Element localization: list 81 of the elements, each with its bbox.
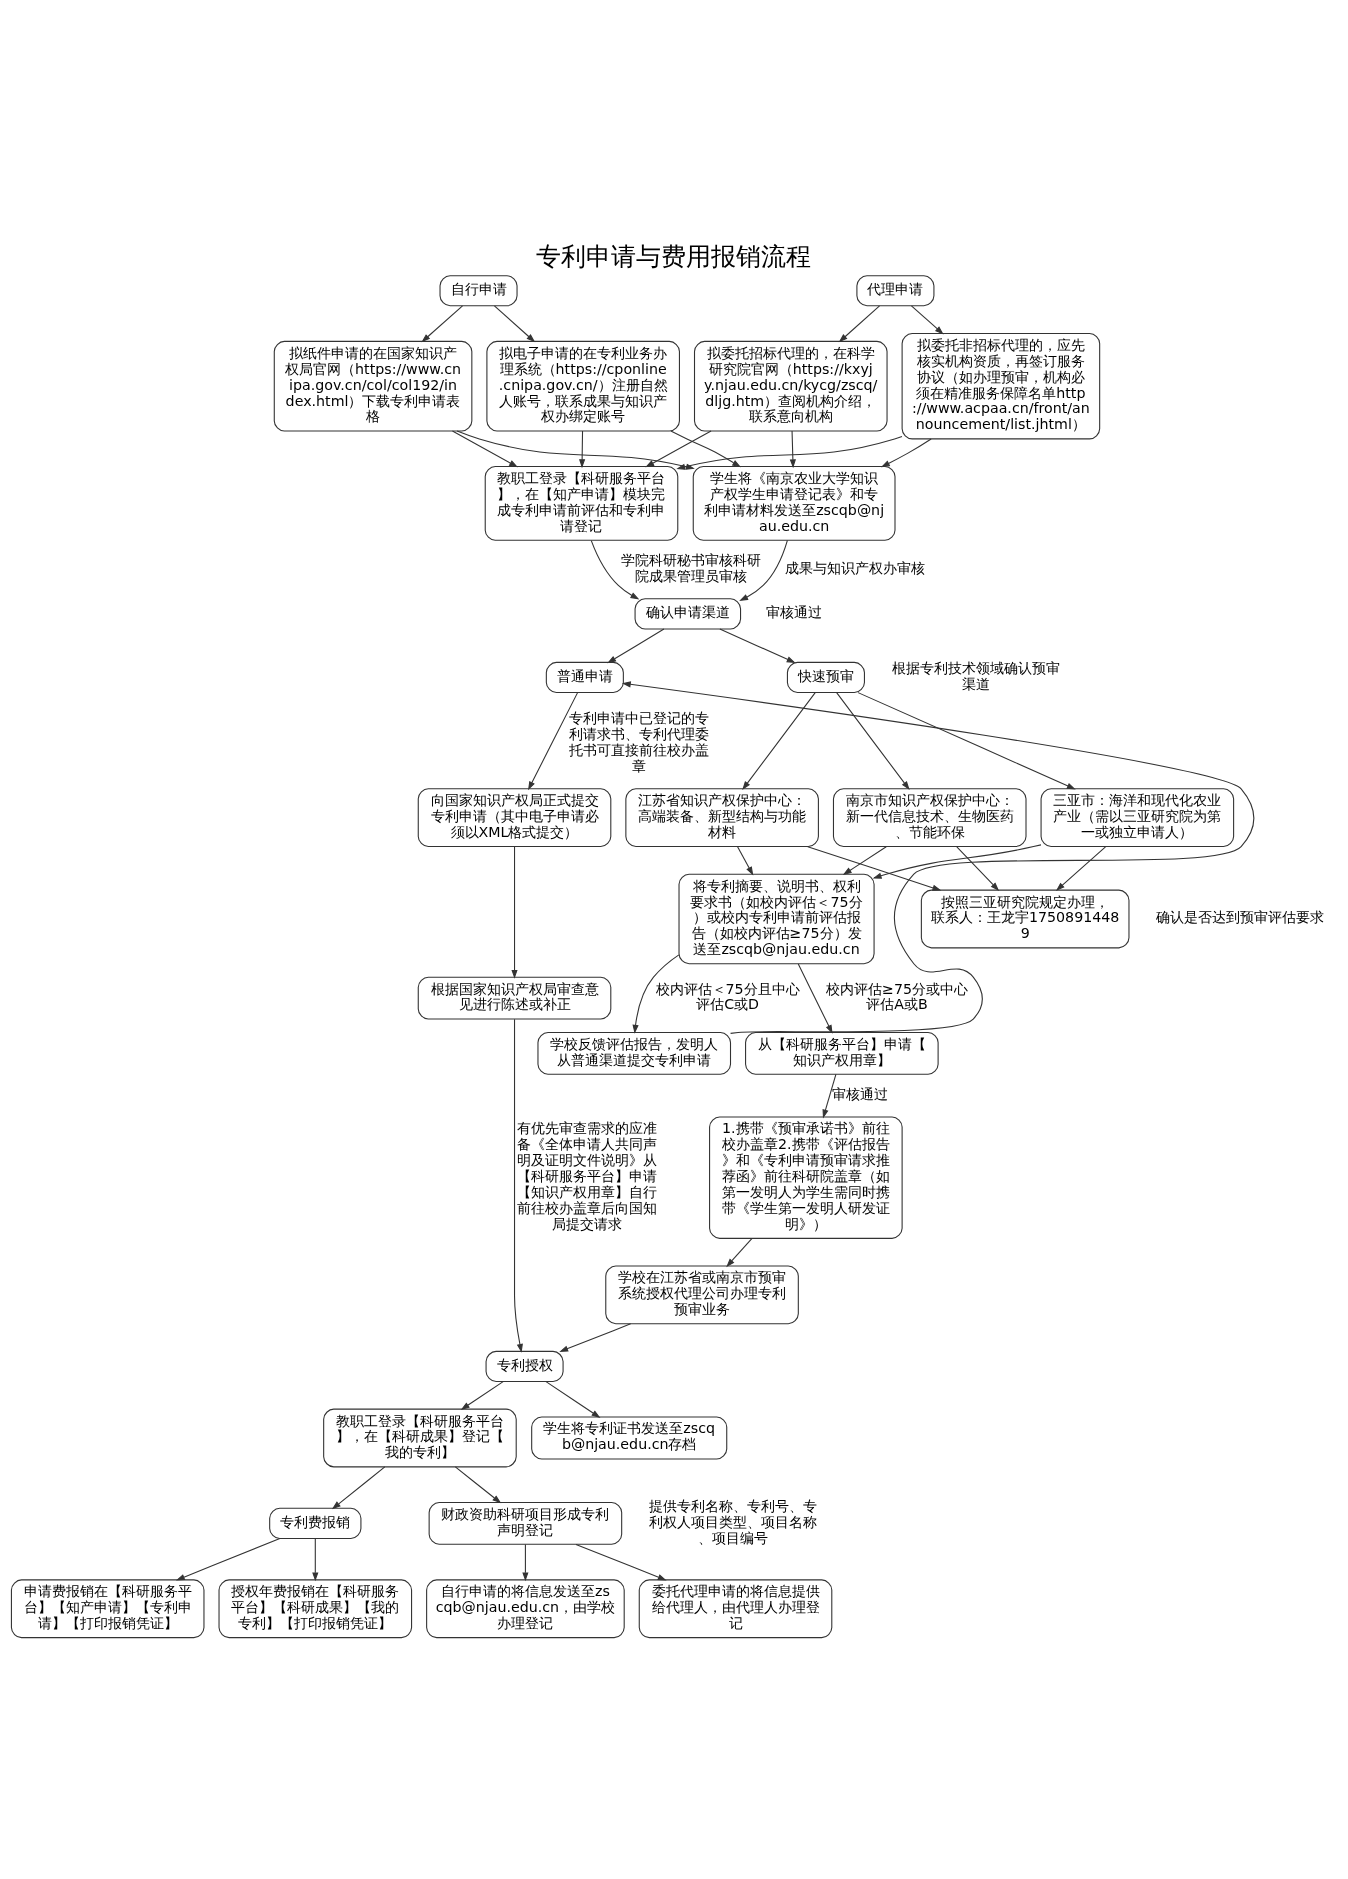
- arrow: [514, 1018, 523, 1353]
- arrow: [797, 963, 833, 1034]
- edge-label: 专利申请中已登记的专利请求书、专利代理委托书可直接前往校办盖章: [568, 710, 709, 774]
- label: 根据专利技术领域确认预审渠道: [891, 659, 1060, 692]
- arrow: [312, 1538, 319, 1582]
- node-box: 从【科研服务平台】申请【知识产权用章】: [745, 1031, 939, 1075]
- arrow: [522, 1543, 529, 1582]
- node-box: 拟纸件申请的在国家知识产权局官网（https://www.cnipa.gov.cn/col/col192/index.html）下载专利申请表格: [273, 340, 473, 432]
- node-box: 拟委托非招标代理的，应先核实机构资质，再签订服务协议（如办理预审，机构必须在精准服务保障名单http://www.acpaa.cn/front/announcement/list.jhtml）: [901, 332, 1101, 440]
- node-box: 按照三亚研究院规定办理，联系人：王龙宇17508914489: [920, 889, 1130, 949]
- node-box: 学校反馈评估报告，发明人从普通渠道提交专利申请: [537, 1031, 732, 1075]
- edge-label: 审核通过: [832, 1086, 889, 1103]
- arrow: [454, 1466, 502, 1504]
- node-box: 三亚市：海洋和现代化农业产业（需以三亚研究院为第一或独立申请人）: [1040, 788, 1235, 848]
- arrow: [460, 1381, 504, 1410]
- edge-label: 校内评估＜75分且中心评估C或D: [655, 980, 800, 1013]
- arrow: [910, 305, 944, 335]
- label: 提供专利名称、专利号、专利权人项目类型、项目名称、项目编号: [649, 1497, 818, 1546]
- arrow: [872, 844, 1042, 879]
- node-box: 授权年费报销在【科研服务平台】【科研成果】【我的专利】【打印报销凭证】: [218, 1579, 413, 1639]
- node-box: 南京市知识产权保护中心：新一代信息技术、生物医药、节能环保: [832, 788, 1027, 848]
- node-box: 专利授权: [485, 1350, 564, 1383]
- arrow: [590, 540, 640, 600]
- node-box: 代理申请: [856, 275, 935, 307]
- node-box: 自行申请的将信息发送至zscqb@njau.edu.cn，由学校办理登记: [426, 1579, 625, 1639]
- node-box: 向国家知识产权局正式提交专利申请（其中电子申请必须以XML格式提交）: [417, 788, 612, 848]
- label: 确认是否达到预审评估要求: [1156, 909, 1325, 926]
- arrow: [739, 539, 788, 602]
- arrow: [838, 305, 881, 343]
- edge-label: 学院科研秘书审核科研院成果管理员审核: [620, 551, 761, 584]
- node-box: 专利费报销: [269, 1507, 362, 1539]
- arrow: [575, 1543, 667, 1581]
- node-box: 确认申请渠道: [634, 598, 742, 630]
- arrow: [1055, 846, 1107, 891]
- arrow: [726, 1238, 753, 1268]
- arrow: [880, 438, 932, 468]
- edge-label: 成果与知识产权办审核: [784, 559, 925, 576]
- node-box: 普通申请: [545, 661, 624, 694]
- node-box: 申请费报销在【科研服务平台】【知产申请】【专利申请】【打印报销凭证】: [10, 1579, 205, 1639]
- arrow: [331, 1466, 386, 1510]
- arrow: [511, 846, 518, 979]
- arrow: [836, 692, 910, 791]
- node-box: 根据国家知识产权局审查意见进行陈述或补正: [417, 976, 612, 1020]
- arrow: [175, 1537, 281, 1581]
- arrow: [528, 692, 579, 791]
- node-box: 拟委托招标代理的，在科学研究院官网（https://kxyjy.njau.edu.cn/kycg/zscq/dljg.htm）查阅机构介绍，联系意向机构: [693, 340, 888, 432]
- arrow: [607, 628, 665, 664]
- diagram-title: 专利申请与费用报销流程: [536, 241, 812, 271]
- arrow: [559, 1323, 632, 1352]
- node-box: 自行申请: [439, 275, 518, 307]
- arrow: [579, 430, 586, 469]
- edge-label: 有优先审查需求的应准备《全体申请人共同声明及证明文件说明》从【科研服务平台】申请【知识产权用章】自行前往校办盖章后向国知局提交请求: [516, 1120, 657, 1232]
- node-box: 委托代理申请的将信息提供给代理人，由代理人办理登记: [638, 1579, 833, 1639]
- arrow: [737, 846, 754, 876]
- arrow: [632, 954, 680, 1034]
- node-box: 教职工登录【科研服务平台】，在【科研成果】登记【我的专利】: [323, 1408, 517, 1468]
- arrow: [451, 430, 518, 468]
- arrow: [842, 846, 887, 876]
- node-box: 拟电子申请的在专利业务办理系统（https://cponline.cnipa.gov.cn/）注册自然人账号，联系成果与知识产权办绑定账号: [486, 340, 680, 432]
- arrow: [421, 305, 464, 343]
- node-box: 江苏省知识产权保护中心：高端装备、新型结构与功能材料: [625, 788, 819, 848]
- arrow: [956, 846, 1000, 891]
- node-box: 学生将《南京农业大学知识产权学生申请登记表》和专利申请材料发送至zscqb@njau.edu.cn: [692, 466, 896, 541]
- node-box: 学校在江苏省或南京市预审系统授权代理公司办理专利预审业务: [605, 1265, 799, 1325]
- node-box: 教职工登录【科研服务平台】，在【知产申请】模块完成专利申请前评估和专利申请登记: [484, 466, 679, 541]
- node-box: 快速预审: [786, 661, 865, 694]
- node-box: 1.携带《预审承诺书》前往校办盖章2.携带《评估报告》和《专利申请预审请求推荐函》前往科研院盖章（如第一发明人为学生需同时携带《学生第一发明人研发证明》）: [709, 1116, 903, 1239]
- node-box: 财政资助科研项目形成专利声明登记: [428, 1501, 623, 1545]
- node-box: 学生将专利证书发送至zscqb@njau.edu.cn存档: [531, 1416, 728, 1460]
- arrow: [493, 305, 536, 343]
- arrow: [621, 681, 1255, 1034]
- arrow: [789, 430, 796, 469]
- arrow: [742, 692, 816, 791]
- arrow: [857, 692, 1076, 790]
- node-box: 将专利摘要、说明书、权利要求书（如校内评估＜75分）或校内专利申请前评估报告（如校内评估≥75分）发送至zscqb@njau.edu.cn: [678, 873, 875, 965]
- arrow: [545, 1381, 601, 1418]
- label: 审核通过: [766, 604, 823, 621]
- arrow: [807, 846, 942, 891]
- arrow: [822, 1073, 837, 1119]
- arrow: [719, 628, 796, 664]
- edge-label: 校内评估≥75分或中心评估A或B: [826, 980, 969, 1013]
